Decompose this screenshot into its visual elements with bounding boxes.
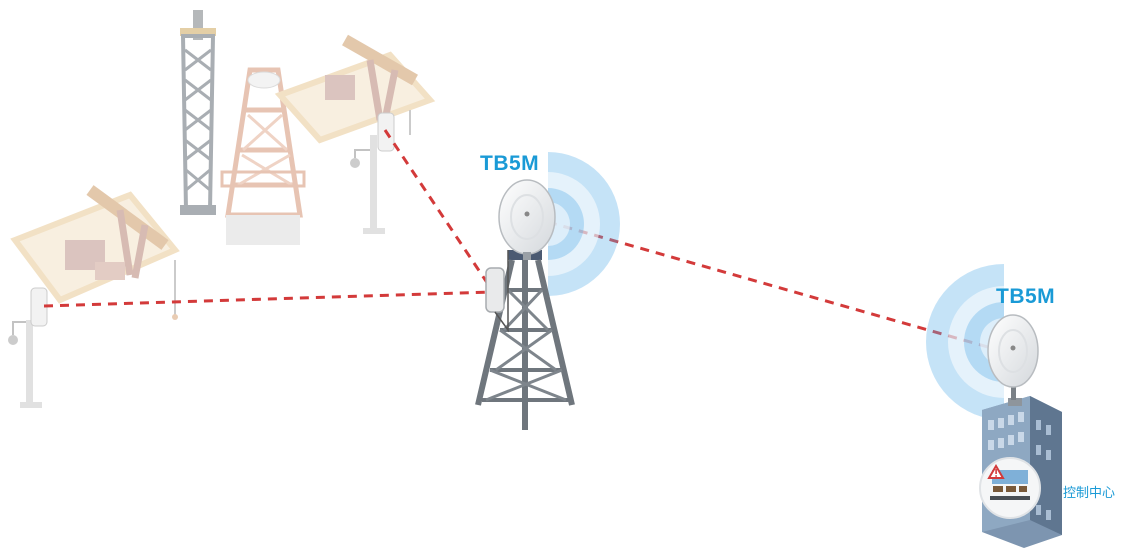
oil-field-background <box>8 10 436 408</box>
control-room-inset <box>979 457 1041 519</box>
oil-pump-jack-icon <box>10 185 180 320</box>
surveillance-camera-icon <box>8 287 48 408</box>
wireless-links <box>43 129 1003 353</box>
tower-signal-waves <box>548 152 620 296</box>
cpe-antenna-icon <box>485 250 509 333</box>
tower-device-label: TB5M <box>480 152 540 175</box>
control-center-label: 控制中心 <box>1063 486 1116 501</box>
drilling-rig-icon <box>220 67 306 245</box>
oil-pump-jack-icon <box>274 34 436 144</box>
dish-antenna-icon <box>987 314 1039 400</box>
warning-sign-icon <box>987 464 1005 479</box>
link-upper-cpe-to-tower <box>383 129 494 291</box>
building-device-label: TB5M <box>996 285 1056 308</box>
link-left-cpe-to-tower <box>43 290 493 308</box>
drilling-derrick-icon <box>180 10 216 215</box>
dish-antenna-icon <box>498 179 556 260</box>
